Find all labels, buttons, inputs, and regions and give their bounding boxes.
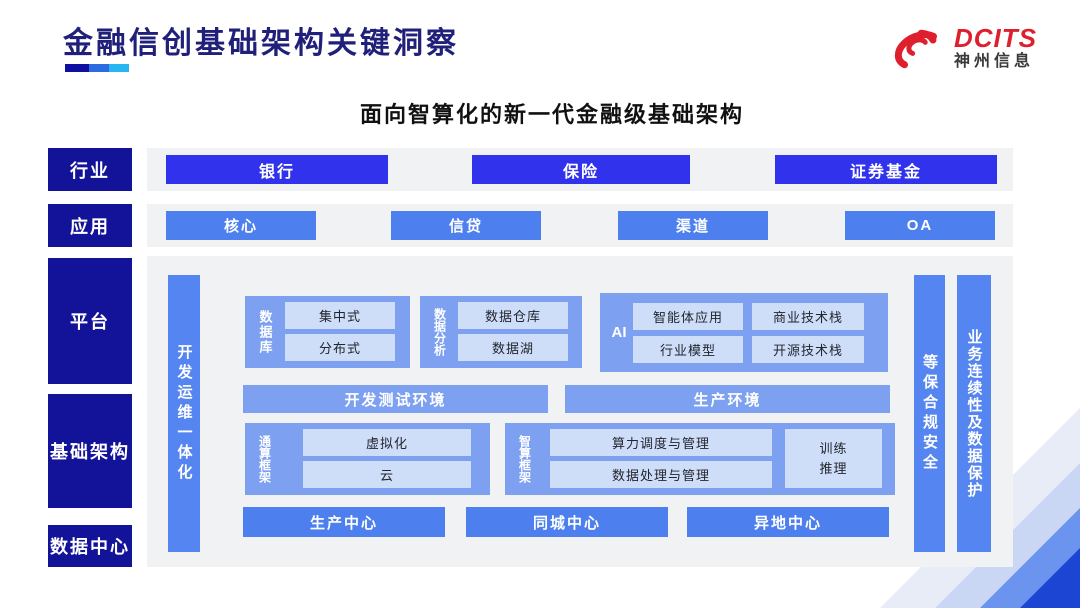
diagram-subtitle: 面向智算化的新一代金融级基础架构 xyxy=(359,102,744,127)
database-item-centralized: 集中式 xyxy=(285,302,395,329)
analytics-item-warehouse: 数据仓库 xyxy=(458,302,568,329)
devops-vertical-bar: 开发运维一体化 xyxy=(168,275,200,552)
center-item-production: 生产中心 xyxy=(243,507,445,537)
industry-item-bank: 银行 xyxy=(166,155,388,184)
underline-segment-dark xyxy=(65,64,89,72)
slide-title: 金融信创基础架构关键洞察 xyxy=(63,27,459,60)
ai-item-commercial-stack: 商业技术栈 xyxy=(752,303,864,330)
rail-label-industry: 行业 xyxy=(48,148,132,191)
application-item-oa: OA xyxy=(845,211,995,240)
ai-item-opensource-stack: 开源技术栈 xyxy=(752,336,864,363)
rail-label-infrastructure: 基础架构 xyxy=(48,394,132,508)
ai-item-agent-app: 智能体应用 xyxy=(633,303,743,330)
brand-text-block: DCITS 神州信息 xyxy=(954,22,1037,71)
security-vertical-bar: 等保合规安全 xyxy=(914,275,945,552)
smart-compute-group: 智算框架 算力调度与管理 数据处理与管理 训练推理 xyxy=(505,423,895,495)
application-item-channel: 渠道 xyxy=(618,211,768,240)
center-item-samecity: 同城中心 xyxy=(466,507,668,537)
analytics-item-lake: 数据湖 xyxy=(458,334,568,361)
rail-label-datacenter: 数据中心 xyxy=(48,525,132,567)
brand-subname: 神州信息 xyxy=(954,53,1035,71)
database-item-distributed: 分布式 xyxy=(285,334,395,361)
general-compute-item-virtualization: 虚拟化 xyxy=(303,429,471,456)
industry-item-insurance: 保险 xyxy=(472,155,690,184)
center-item-remote: 异地中心 xyxy=(687,507,889,537)
application-item-core: 核心 xyxy=(166,211,316,240)
title-underline xyxy=(65,64,129,72)
industry-item-securities: 证券基金 xyxy=(775,155,997,184)
dcits-swirl-icon xyxy=(888,20,946,77)
production-environment-bar: 生产环境 xyxy=(565,385,890,413)
devtest-environment-bar: 开发测试环境 xyxy=(243,385,548,413)
brand-name: DCITS xyxy=(954,22,1037,53)
smart-compute-item-dataprocessing: 数据处理与管理 xyxy=(550,461,772,488)
smart-compute-item-training-inference: 训练推理 xyxy=(785,429,882,488)
general-compute-item-cloud: 云 xyxy=(303,461,471,488)
brand-logo: DCITS 神州信息 xyxy=(888,20,1053,76)
ai-group: AI 智能体应用 商业技术栈 行业模型 开源技术栈 xyxy=(600,293,888,372)
database-group: 数据库 集中式 分布式 xyxy=(245,296,410,368)
ai-item-industry-model: 行业模型 xyxy=(633,336,743,363)
smart-compute-item-scheduling: 算力调度与管理 xyxy=(550,429,772,456)
rail-label-platform: 平台 xyxy=(48,258,132,384)
database-group-label: 数据库 xyxy=(257,309,273,355)
underline-segment-medium xyxy=(89,64,109,72)
smart-compute-label: 智算框架 xyxy=(517,435,532,483)
general-compute-group: 通算框架 虚拟化 云 xyxy=(245,423,490,495)
underline-segment-light xyxy=(109,64,129,72)
training-inference-label: 训练推理 xyxy=(819,441,848,476)
rail-label-application: 应用 xyxy=(48,204,132,247)
ai-group-label: AI xyxy=(611,324,627,341)
application-item-credit: 信贷 xyxy=(391,211,541,240)
analytics-group: 数据分析 数据仓库 数据湖 xyxy=(420,296,582,368)
analytics-group-label: 数据分析 xyxy=(432,308,447,356)
continuity-vertical-bar: 业务连续性及数据保护 xyxy=(957,275,991,552)
general-compute-label: 通算框架 xyxy=(257,435,272,483)
